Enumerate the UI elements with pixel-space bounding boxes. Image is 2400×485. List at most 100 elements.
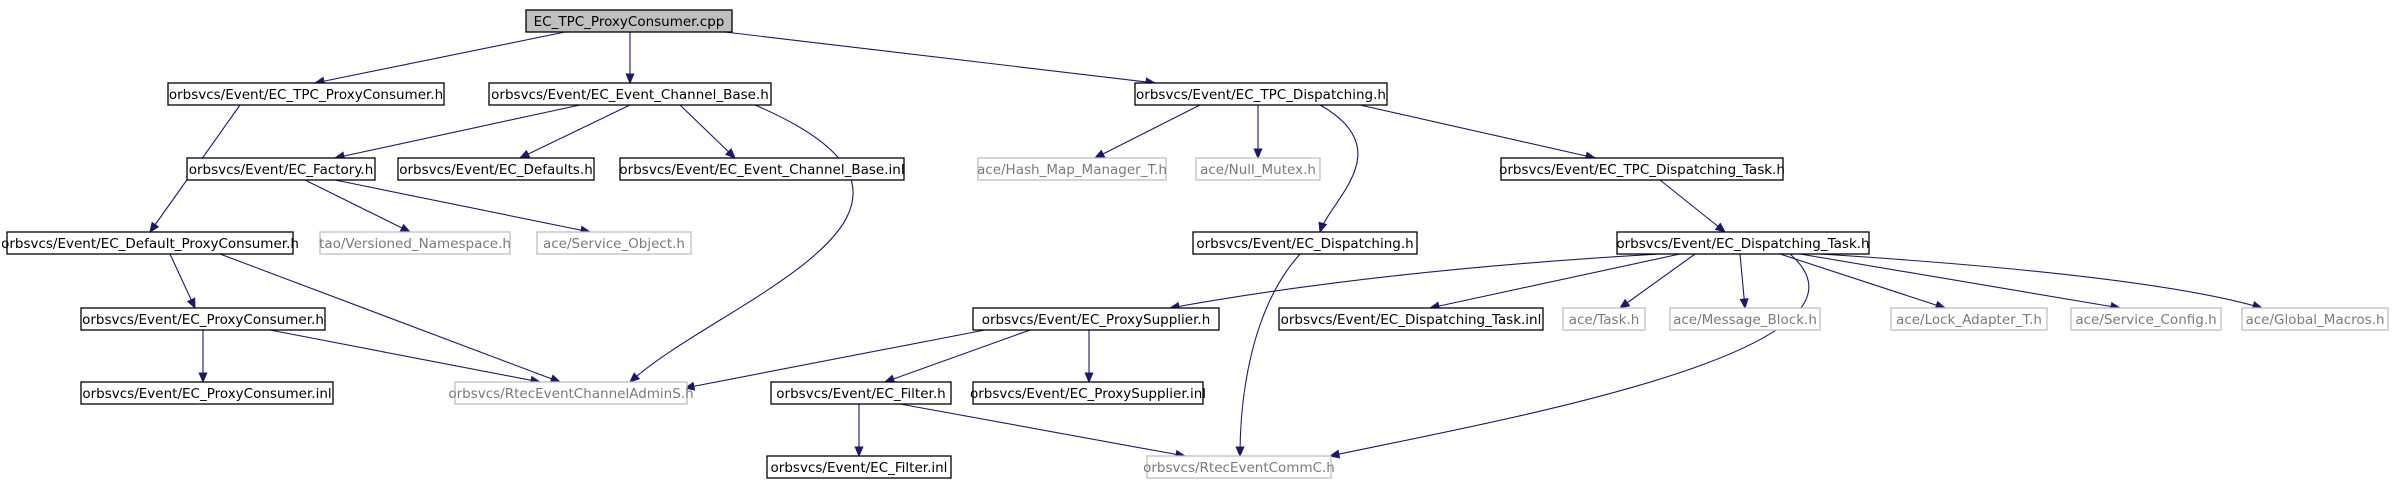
node-label: orbsvcs/Event/EC_ProxyConsumer.inl <box>82 386 331 402</box>
edge-arrowhead <box>518 149 531 159</box>
node-box <box>186 157 376 181</box>
edges-layer <box>149 31 2264 459</box>
node-label: ace/Hash_Map_Manager_T.h <box>977 162 1167 178</box>
node-label: orbsvcs/Event/EC_Factory.h <box>189 162 374 178</box>
node-service-object[interactable]: ace/Service_Object.h <box>536 231 692 255</box>
node-label: ace/Service_Config.h <box>2075 312 2216 328</box>
node-message-block[interactable]: ace/Message_Block.h <box>1669 307 1821 331</box>
node-box <box>80 307 326 331</box>
node-versioned-namespace[interactable]: tao/Versioned_Namespace.h <box>319 231 511 255</box>
node-dispatching-h[interactable]: orbsvcs/Event/EC_Dispatching.h <box>1192 231 1418 255</box>
node-box <box>972 381 1204 405</box>
node-box <box>1278 307 1544 331</box>
node-box <box>1134 82 1388 106</box>
edge-root-to-tpc_dispatching_h <box>724 31 1156 84</box>
node-filter-inl[interactable]: orbsvcs/Event/EC_Filter.inl <box>766 455 952 479</box>
node-tpc-dispatching-h[interactable]: orbsvcs/Event/EC_TPC_Dispatching.h <box>1134 82 1388 106</box>
node-box <box>2070 307 2222 331</box>
edge-proxy_supplier_h-to-rtec_admin_s <box>684 329 986 389</box>
node-label: ace/Lock_Adapter_T.h <box>1896 312 2042 328</box>
node-label: ace/Global_Macros.h <box>2245 312 2384 328</box>
edge-arrowhead <box>629 372 641 383</box>
node-label: orbsvcs/Event/EC_ProxySupplier.inl <box>970 386 1206 402</box>
edge-proxy_consumer_h-to-rtec_admin_s <box>269 329 541 383</box>
node-ace-task[interactable]: ace/Task.h <box>1562 307 1646 331</box>
edge-arrowhead <box>724 148 736 159</box>
edge-event_channel_base_h-to-event_channel_base_inl <box>679 104 736 159</box>
node-lock-adapter[interactable]: ace/Lock_Adapter_T.h <box>1890 307 2048 331</box>
edge-dispatching_task_h-to-rtec_comm_c <box>1329 253 1810 457</box>
node-label: tao/Versioned_Namespace.h <box>319 236 511 252</box>
node-factory-h[interactable]: orbsvcs/Event/EC_Factory.h <box>186 157 376 181</box>
node-box <box>1669 307 1821 331</box>
node-defaults-h[interactable]: orbsvcs/Event/EC_Defaults.h <box>397 157 595 181</box>
node-box <box>488 82 772 106</box>
node-default-proxy-consumer-h[interactable]: orbsvcs/Event/EC_Default_ProxyConsumer.h <box>1 231 299 255</box>
node-label: orbsvcs/Event/EC_TPC_ProxyConsumer.h <box>169 87 443 103</box>
node-label: ace/Null_Mutex.h <box>1200 162 1316 178</box>
node-tpc-proxy-consumer-h[interactable]: orbsvcs/Event/EC_TPC_ProxyConsumer.h <box>167 82 445 106</box>
edge-dispatching_h-to-rtec_comm_c <box>1239 253 1301 457</box>
edge-dispatching_task_h-to-dispatching_task_inl <box>1429 253 1681 309</box>
node-box <box>319 231 511 255</box>
node-box <box>1192 231 1418 255</box>
edge-arrowhead <box>1739 298 1749 310</box>
node-rtec-admin-s[interactable]: orbsvcs/RtecEventChannelAdminS.h <box>448 381 694 405</box>
edge-event_channel_base_h-to-rtec_admin_s <box>629 104 854 383</box>
node-box <box>972 307 1220 331</box>
edge-arrowhead <box>1318 221 1328 234</box>
edge-arrowhead <box>198 372 208 384</box>
node-service-config[interactable]: ace/Service_Config.h <box>2070 307 2222 331</box>
node-root[interactable]: EC_TPC_ProxyConsumer.cpp <box>525 9 733 33</box>
edge-arrowhead <box>1084 372 1094 384</box>
node-proxy-supplier-inl[interactable]: orbsvcs/Event/EC_ProxySupplier.inl <box>970 381 1206 405</box>
node-label: orbsvcs/Event/EC_Dispatching_Task.h <box>1616 236 1869 252</box>
node-label: orbsvcs/RtecEventCommC.h <box>1143 460 1335 476</box>
node-event-channel-base-h[interactable]: orbsvcs/Event/EC_Event_Channel_Base.h <box>488 82 772 106</box>
node-proxy-supplier-h[interactable]: orbsvcs/Event/EC_ProxySupplier.h <box>972 307 1220 331</box>
node-box <box>536 231 692 255</box>
node-box <box>397 157 595 181</box>
node-hash-map-manager[interactable]: ace/Hash_Map_Manager_T.h <box>977 157 1167 181</box>
node-null-mutex[interactable]: ace/Null_Mutex.h <box>1195 157 1321 181</box>
node-box <box>1500 157 1784 181</box>
node-box <box>619 157 905 181</box>
node-box <box>1146 455 1332 479</box>
node-label: orbsvcs/Event/EC_ProxyConsumer.h <box>82 312 324 328</box>
node-label: orbsvcs/Event/EC_ProxySupplier.h <box>982 312 1211 328</box>
node-box <box>2241 307 2389 331</box>
edge-arrowhead <box>1328 449 1341 459</box>
node-dispatching-task-h[interactable]: orbsvcs/Event/EC_Dispatching_Task.h <box>1616 231 1870 255</box>
node-rtec-comm-c[interactable]: orbsvcs/RtecEventCommC.h <box>1143 455 1335 479</box>
node-filter-h[interactable]: orbsvcs/Event/EC_Filter.h <box>770 381 952 405</box>
edge-arrowhead <box>1235 446 1245 458</box>
node-box <box>80 381 334 405</box>
node-dispatching-task-inl[interactable]: orbsvcs/Event/EC_Dispatching_Task.inl <box>1278 307 1544 331</box>
edge-event_channel_base_h-to-defaults_h <box>519 104 631 159</box>
edge-default_proxy_consumer_h-to-rtec_admin_s <box>219 253 561 383</box>
node-label: EC_TPC_ProxyConsumer.cpp <box>534 14 725 30</box>
node-label: orbsvcs/Event/EC_Filter.inl <box>771 460 948 476</box>
edge-dispatching_task_h-to-service_config <box>1799 253 2121 309</box>
node-label: ace/Task.h <box>1569 312 1640 328</box>
node-label: ace/Service_Object.h <box>543 236 685 252</box>
edge-arrowhead <box>549 374 562 383</box>
edge-arrowhead <box>149 221 160 234</box>
node-label: orbsvcs/Event/EC_Event_Channel_Base.h <box>491 87 769 103</box>
node-proxy-consumer-inl[interactable]: orbsvcs/Event/EC_ProxyConsumer.inl <box>80 381 334 405</box>
node-box <box>6 231 294 255</box>
edge-arrowhead <box>1714 222 1727 233</box>
edge-dispatching_task_h-to-global_macros <box>1819 253 2263 309</box>
edge-arrowhead <box>854 446 864 458</box>
edge-filter_h-to-rtec_comm_c <box>899 403 1186 457</box>
node-global-macros[interactable]: ace/Global_Macros.h <box>2241 307 2389 331</box>
node-event-channel-base-inl[interactable]: orbsvcs/Event/EC_Event_Channel_Base.inl <box>619 157 905 181</box>
node-proxy-consumer-h[interactable]: orbsvcs/Event/EC_ProxyConsumer.h <box>80 307 326 331</box>
node-box <box>766 455 952 479</box>
node-box <box>1616 231 1870 255</box>
node-tpc-dispatching-task-h[interactable]: orbsvcs/Event/EC_TPC_Dispatching_Task.h <box>1499 157 1785 181</box>
node-label: orbsvcs/Event/EC_Dispatching_Task.inl <box>1281 312 1542 328</box>
edge-arrowhead <box>1618 298 1631 309</box>
edge-tpc_dispatching_task_h-to-dispatching_task_h <box>1659 179 1726 233</box>
